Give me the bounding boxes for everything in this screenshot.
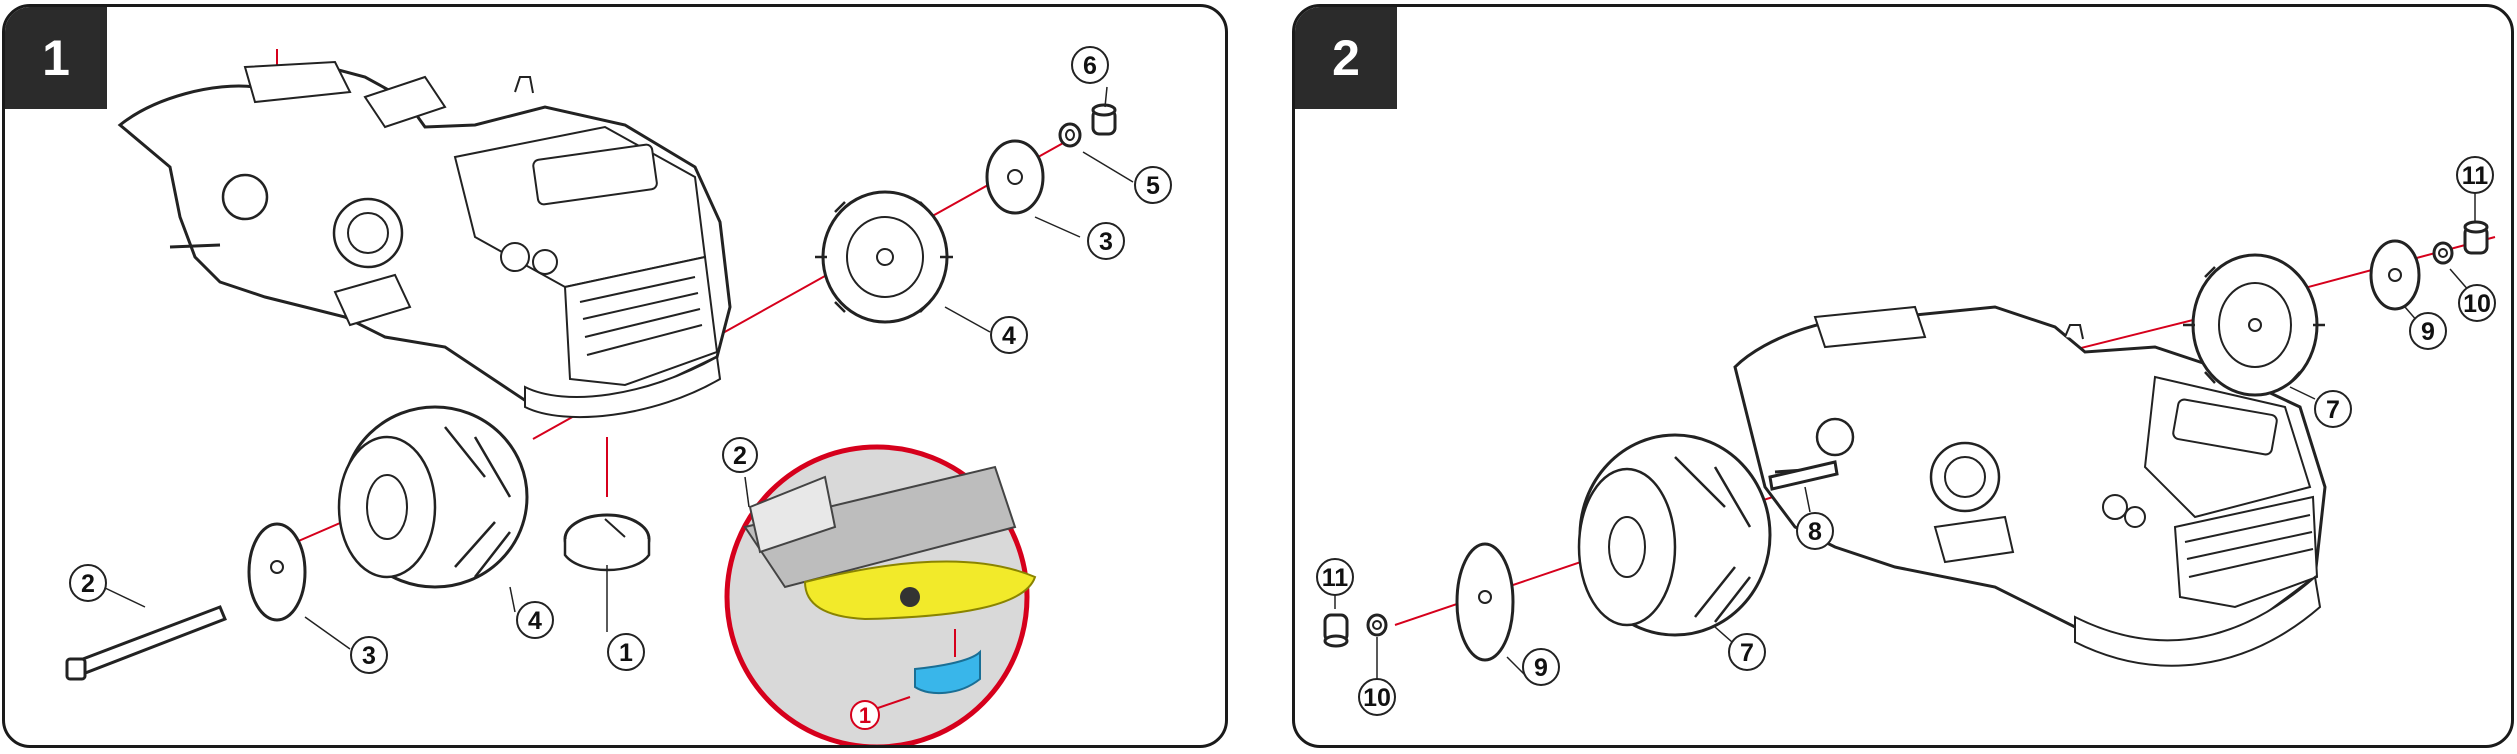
callout-1: 1 <box>607 633 645 671</box>
svg-text:5: 5 <box>1146 172 1160 200</box>
step-panel-2: 2 <box>1292 4 2514 748</box>
callout-9-top: 9 <box>2409 312 2447 350</box>
wheel-drawing <box>337 405 529 589</box>
wheel-drawing <box>1577 433 1772 637</box>
svg-text:2: 2 <box>81 570 95 598</box>
callout-2: 2 <box>69 564 107 602</box>
step-1-assembly-diagram: 1 2 3 4 4 3 5 6 2 1 <box>65 46 1172 745</box>
cap-drawing <box>1323 613 1349 648</box>
callout-8: 8 <box>1796 512 1834 550</box>
step-number: 1 <box>42 30 70 86</box>
svg-text:10: 10 <box>1363 684 1391 712</box>
hubcap-drawing <box>2369 239 2421 311</box>
axle-drawing <box>65 605 227 681</box>
tractor-body-drawing <box>1733 305 2327 667</box>
tractor-body-drawing <box>117 60 732 419</box>
svg-text:10: 10 <box>2463 290 2491 318</box>
svg-text:1: 1 <box>619 639 633 667</box>
svg-text:9: 9 <box>2421 318 2435 346</box>
svg-text:9: 9 <box>1534 654 1548 682</box>
hubcap-drawing <box>985 139 1045 215</box>
svg-text:3: 3 <box>1099 228 1113 256</box>
callout-10-top: 10 <box>2458 284 2496 322</box>
step-number-badge: 2 <box>1295 7 1397 109</box>
wheel-drawing <box>2183 253 2325 397</box>
svg-text:6: 6 <box>1083 52 1097 80</box>
svg-text:11: 11 <box>2462 162 2489 190</box>
callout-7-bottom: 7 <box>1728 633 1766 671</box>
callout-10-bottom: 10 <box>1358 678 1396 716</box>
step-2-assembly-diagram: 11 10 9 7 8 7 9 10 11 <box>1316 156 2496 716</box>
svg-text:4: 4 <box>528 607 542 635</box>
nut-drawing <box>2432 241 2454 265</box>
hubcap-drawing <box>1455 542 1515 662</box>
callout-4-top: 4 <box>990 316 1028 354</box>
svg-text:2: 2 <box>733 442 747 470</box>
svg-text:3: 3 <box>362 642 376 670</box>
hubcap-drawing <box>247 522 307 622</box>
nut-drawing <box>1366 613 1388 637</box>
svg-text:4: 4 <box>1002 322 1016 350</box>
callout-11-bottom: 11 <box>1316 558 1354 596</box>
nut-drawing <box>1058 122 1082 148</box>
detail-callout-1-red: 1 <box>850 700 880 730</box>
callout-11-top: 11 <box>2456 156 2494 194</box>
step-number: 2 <box>1332 30 1360 86</box>
cap-drawing <box>1091 103 1117 136</box>
clip-drawing <box>563 513 651 572</box>
detail-magnifier <box>724 444 1037 745</box>
callout-6: 6 <box>1071 46 1109 84</box>
callout-9-bottom: 9 <box>1522 648 1560 686</box>
svg-text:1: 1 <box>859 703 871 728</box>
detail-callout-2: 2 <box>722 437 758 473</box>
callout-3-bottom: 3 <box>350 636 388 674</box>
callout-5: 5 <box>1134 166 1172 204</box>
callout-leaders <box>102 86 1134 650</box>
wheel-drawing <box>815 190 953 324</box>
callout-3-top: 3 <box>1087 222 1125 260</box>
callout-7-top: 7 <box>2314 390 2352 428</box>
svg-text:7: 7 <box>1740 639 1754 667</box>
svg-text:11: 11 <box>1322 564 1349 592</box>
step-panel-1: 1 <box>2 4 1228 748</box>
callout-4-bottom: 4 <box>516 601 554 639</box>
cap-drawing <box>2463 220 2489 255</box>
step-number-badge: 1 <box>5 7 107 109</box>
svg-text:7: 7 <box>2326 396 2340 424</box>
axle-drawing <box>1768 460 1839 491</box>
svg-text:8: 8 <box>1808 518 1822 546</box>
